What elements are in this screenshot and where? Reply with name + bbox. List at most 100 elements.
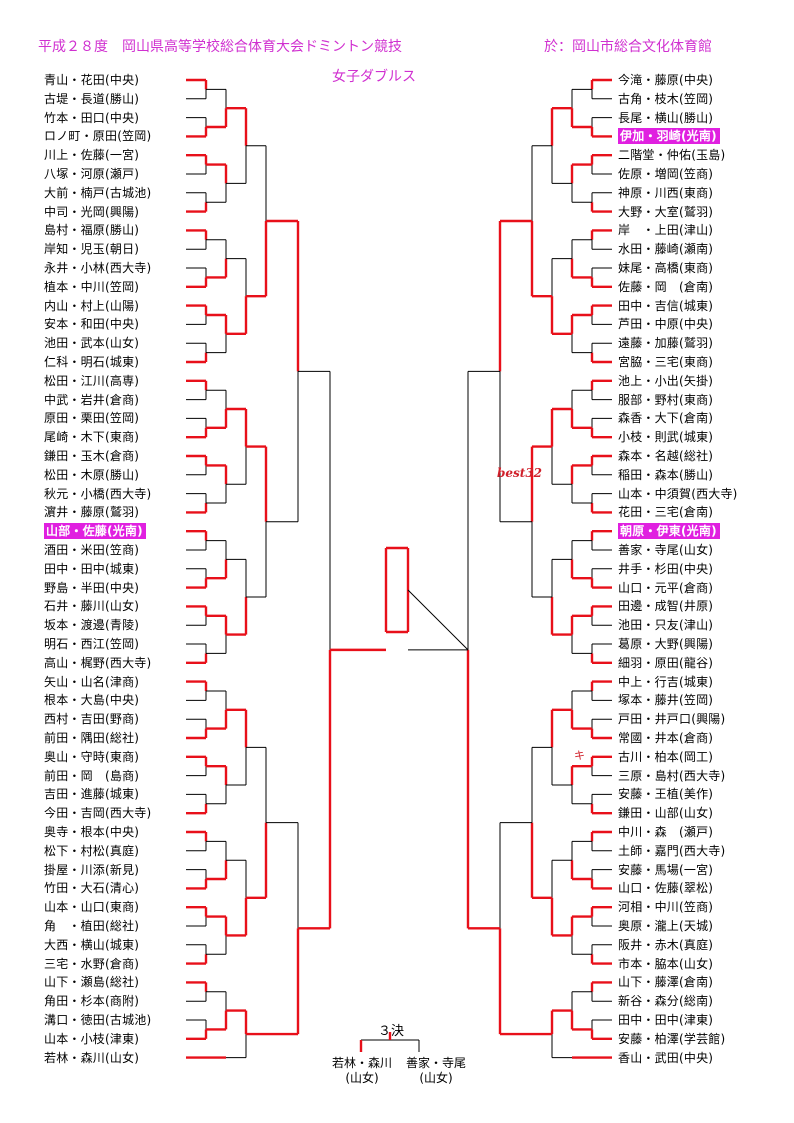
right-pair: 市本・脇本(山女) (618, 956, 714, 971)
bracket-mark: キ (574, 749, 585, 762)
left-pair: 内山・村上(山陽) (44, 298, 140, 313)
right-pair: 山口・佐藤(翠松) (618, 881, 714, 896)
right-pair: 善家・寺尾(山女) (618, 543, 714, 557)
right-pair: 神原・川西(東商) (618, 185, 714, 200)
right-pair: 河相・中川(笠商) (618, 900, 714, 915)
left-pair: 島村・福原(勝山) (44, 223, 140, 238)
right-pair: 服部・野村(東商) (618, 392, 714, 407)
left-pair: 酒田・米田(笠商) (44, 543, 140, 557)
right-pair: 田邊・成智(井原) (618, 599, 714, 614)
left-pair: 前田・岡 (島商) (44, 768, 140, 783)
left-pair: 角 ・植田(総社) (44, 919, 140, 933)
third-place-title: ３決 (378, 1024, 405, 1039)
third-place-right-name: 善家・寺尾 (405, 1056, 466, 1070)
left-pair: 山下・瀬島(総社) (44, 975, 140, 990)
right-pair: 岸 ・上田(津山) (618, 223, 714, 238)
left-pair: 大前・楠戸(古城池) (44, 185, 152, 200)
right-pair: 池上・小出(矢掛) (618, 373, 714, 388)
left-pair: 奥山・守時(東商) (44, 749, 140, 764)
left-pair: 石井・藤川(山女) (44, 599, 140, 614)
right-pair: 水田・藤崎(瀬南) (618, 242, 714, 257)
right-pair: 阪井・赤木(真庭) (618, 937, 714, 952)
right-pair: 宮脇・三宅(東商) (618, 355, 714, 369)
left-pair: 竹本・田口(中央) (44, 110, 140, 125)
left-pair: 吉田・進藤(城東) (44, 787, 140, 802)
left-pair: 鎌田・玉木(倉商) (44, 449, 140, 463)
event-title: 女子ダブルス (332, 69, 416, 85)
left-pair: 竹田・大石(清心) (44, 881, 140, 896)
right-pair: 二階堂・仲佑(玉島) (618, 148, 726, 163)
right-pair: 田中・田中(津東) (618, 1013, 714, 1027)
right-pair: 常國・井本(倉商) (618, 731, 714, 745)
right-pair: 古角・枝木(笠岡) (618, 91, 714, 106)
left-pair: 野島・半田(中央) (44, 580, 140, 595)
left-pair: 山本・山口(東商) (44, 900, 140, 915)
left-pair: 青山・花田(中央) (44, 73, 140, 87)
third-place-right-school: (山女) (419, 1071, 453, 1085)
right-pair: 森香・大下(倉南) (618, 411, 714, 426)
right-pair: 花田・三宅(倉南) (618, 505, 714, 520)
bracket-line (407, 589, 469, 651)
right-pair: 芦田・中原(中央) (618, 317, 714, 332)
right-pair: 佐藤・岡 (倉南) (618, 279, 714, 294)
right-pair: 香山・武田(中央) (618, 1050, 714, 1065)
third-place-left-name: 若林・森川 (331, 1056, 392, 1070)
right-pair: 奥原・瀧上(天城) (618, 919, 714, 933)
right-pair: 新谷・森分(総南) (618, 994, 714, 1009)
right-pair: 大野・大室(鷲羽) (618, 204, 714, 219)
right-pair: 塚本・藤井(笠岡) (618, 693, 714, 708)
left-pair: 若林・森川(山女) (44, 1050, 140, 1065)
left-pair: ロノ町・原田(笠岡) (44, 129, 152, 144)
left-pair: 池田・武本(山女) (44, 336, 140, 351)
right-pair: 田中・吉信(城東) (618, 298, 714, 313)
right-pair: 安藤・柏澤(学芸館) (618, 1031, 726, 1046)
left-pair: 田中・田中(城東) (44, 561, 140, 576)
right-pair: 安藤・馬場(一宮) (618, 862, 714, 877)
left-pair: 根本・大島(中央) (44, 693, 140, 708)
left-pair: 原田・栗田(笠岡) (44, 411, 140, 426)
left-pair: 秋元・小橋(西大寺) (44, 486, 152, 501)
right-pair: 安藤・王植(美作) (618, 787, 714, 802)
right-pair: 伊加・羽崎(光南) (618, 128, 720, 145)
left-pair: 矢山・山名(津商) (44, 674, 140, 689)
left-pair: 中武・岩井(倉商) (44, 392, 140, 407)
left-pair: 三宅・水野(倉商) (44, 956, 140, 971)
left-pair: 掛屋・川添(新見) (44, 862, 140, 877)
left-pair: 仁科・明石(城東) (44, 355, 140, 369)
left-pair: 奥寺・根本(中央) (44, 825, 140, 839)
left-pair: 坂本・渡邊(青陵) (44, 618, 140, 633)
third-place-left-school: (山女) (345, 1071, 379, 1085)
left-pair: 尾崎・木下(東商) (44, 430, 140, 445)
right-pair: 遠藤・加藤(鷲羽) (618, 336, 714, 351)
right-pair: 鎌田・山部(山女) (618, 806, 714, 821)
left-pair: 今田・吉岡(西大寺) (44, 806, 152, 821)
right-pair: 稲田・森本(勝山) (618, 467, 714, 482)
left-pair: 角田・杉本(商附) (44, 994, 140, 1009)
left-pair: 岸知・児玉(朝日) (44, 242, 140, 257)
right-pair: 三原・島村(西大寺) (618, 768, 726, 783)
right-pair: 長尾・横山(勝山) (618, 110, 714, 125)
right-pair: 古川・柏本(岡工) (618, 749, 714, 764)
left-pair: 松下・村松(真庭) (44, 843, 140, 858)
right-pair: 山口・元平(倉商) (618, 580, 714, 595)
right-pair: 土師・嘉門(西大寺) (618, 843, 726, 858)
left-pair: 濵井・藤原(鷲羽) (44, 505, 140, 520)
best32-label: best32 (497, 466, 543, 480)
left-pair: 松田・江川(高専) (44, 373, 140, 388)
right-pair: 井手・杉田(中央) (618, 561, 714, 576)
right-pair: 森本・名越(総社) (618, 449, 714, 463)
left-pair: 安本・和田(中央) (44, 317, 140, 332)
right-pair: 池田・只友(津山) (618, 618, 714, 633)
tournament-title: 平成２８度 岡山県高等学校総合体育大会ドミントン競技 (38, 39, 402, 55)
right-pair: 小枝・則武(城東) (618, 430, 714, 445)
venue: 於：岡山市総合文化体育館 (544, 39, 712, 55)
left-pair: 前田・隅田(総社) (44, 731, 140, 745)
left-pair: 八塚・河原(瀬戸) (44, 167, 140, 181)
left-pair: 西村・吉田(野商) (44, 712, 140, 727)
right-pair: 戸田・井戸口(興陽) (618, 712, 726, 727)
left-pair: 植本・中川(笠岡) (44, 279, 140, 294)
left-pair: 山本・小枝(津東) (44, 1031, 140, 1046)
left-pair: 明石・西江(笠岡) (44, 637, 140, 651)
right-pair: 妹尾・高橋(東商) (618, 261, 714, 275)
